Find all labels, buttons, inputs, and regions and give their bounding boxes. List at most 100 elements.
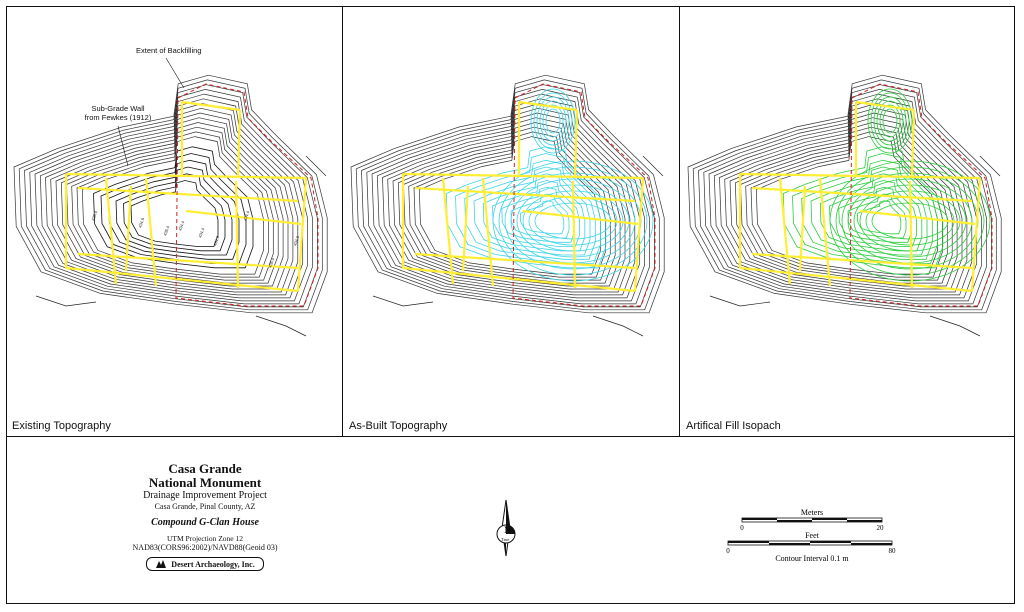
logo-text: Desert Archaeology, Inc. xyxy=(171,559,255,569)
scale-bars: Meters 0 20 Feet 0 80 Contour Interval 0… xyxy=(720,508,900,565)
interior-contour-line xyxy=(510,193,570,239)
sub-grade-wall xyxy=(185,209,302,226)
sub-grade-wall xyxy=(236,109,242,177)
fill-contour-line xyxy=(829,160,991,282)
feet-start: 0 xyxy=(726,547,730,555)
north-label: True xyxy=(501,537,509,542)
contour-line xyxy=(50,107,294,293)
interior-contour-line xyxy=(501,186,575,243)
sub-grade-wall xyxy=(77,252,299,270)
contour-line xyxy=(413,131,606,278)
sub-grade-wall xyxy=(144,177,158,287)
outer-contour-fragment xyxy=(35,155,327,337)
contour-line xyxy=(66,122,279,284)
callout-wall-line2: from Fewkes (1912) xyxy=(84,113,152,122)
contour-group xyxy=(687,74,1002,337)
sub-grade-wall xyxy=(441,177,455,285)
sub-grade-wall xyxy=(739,266,973,293)
tower-contour-line xyxy=(539,100,567,142)
panel-fill-isopach: Artifical Fill Isopach xyxy=(680,6,1015,437)
tower-contour-line xyxy=(530,88,576,154)
sub-grade-wall xyxy=(818,177,832,287)
contour-line xyxy=(750,131,943,278)
tower-contour-line xyxy=(867,88,913,154)
contour-line xyxy=(376,98,641,299)
logo-icon xyxy=(156,560,167,568)
as-built-topography-map xyxy=(350,74,665,337)
tower-contour-line xyxy=(870,92,910,150)
meters-end: 20 xyxy=(877,524,885,532)
tower-contour-line xyxy=(882,108,898,134)
fill-contour-line xyxy=(498,166,648,276)
sub-grade-wall xyxy=(571,180,577,289)
tower-contour-line xyxy=(536,96,570,146)
sub-grade-wall xyxy=(859,209,976,226)
contour-line xyxy=(55,112,289,290)
tower-contour-line xyxy=(533,92,573,150)
panel-label: Artifical Fill Isopach xyxy=(686,420,781,432)
scale-bar-graphic: Meters 0 20 Feet 0 80 Contour Interval 0… xyxy=(726,508,897,563)
sub-grade-wall xyxy=(751,252,973,270)
project-location: Casa Grande, Pinal County, AZ xyxy=(154,502,256,511)
sub-grade-wall xyxy=(573,109,579,177)
contour-line xyxy=(34,93,308,302)
panel-divider xyxy=(6,436,1015,437)
elevation-label: 434.4 xyxy=(197,226,205,238)
contour-line xyxy=(387,107,631,293)
feet-label: Feet xyxy=(805,531,820,540)
contour-line xyxy=(18,79,323,311)
feet-end: 80 xyxy=(889,547,897,555)
sub-grade-wall xyxy=(908,180,914,289)
contour-interval: Contour Interval 0.1 m xyxy=(775,554,849,563)
interior-contour-line xyxy=(829,180,917,247)
elevation-label: 435.4 xyxy=(162,224,170,236)
title-block: Casa Grande National Monument Drainage I… xyxy=(70,462,340,574)
contour-line xyxy=(76,131,269,278)
tower-contour-line xyxy=(542,104,564,138)
contour-line xyxy=(81,136,264,275)
contour-line xyxy=(60,117,284,287)
panel-label: As-Built Topography xyxy=(349,420,448,432)
sub-grade-wall xyxy=(970,177,982,292)
fill-contour-line xyxy=(835,166,985,276)
meters-label: Meters xyxy=(801,508,823,517)
datum: NAD83(CORS96:2002)/NAVD88(Geoid 03) xyxy=(132,543,278,552)
interior-contour-line xyxy=(847,193,907,239)
contour-line xyxy=(13,74,328,314)
callout-wall-line1: Sub-Grade Wall xyxy=(91,104,145,113)
sub-grade-wall xyxy=(522,209,639,226)
sub-grade-wall xyxy=(402,266,636,293)
sub-grade-wall xyxy=(104,177,118,285)
contour-line xyxy=(713,98,978,299)
interior-contour-line xyxy=(519,200,565,235)
elevation-label: 435.4 xyxy=(90,209,98,221)
contour-line xyxy=(366,89,650,305)
elevation-label: 434.4 xyxy=(242,209,250,221)
interior-contour-line xyxy=(482,173,586,252)
interior-contour-line xyxy=(838,186,912,243)
title-line1: Casa Grande xyxy=(168,461,242,476)
sub-grade-wall xyxy=(414,186,636,203)
sub-grade-wall xyxy=(481,177,495,287)
callout-backfill: Extent of Backfilling xyxy=(136,46,202,55)
interior-contour-line xyxy=(108,159,240,260)
callout-leader-wall xyxy=(117,125,129,167)
interior-contour-line xyxy=(801,159,933,260)
sub-grade-wall xyxy=(65,172,307,180)
sub-grade-wall xyxy=(77,186,299,203)
panel-as-built-topography: As-Built Topography xyxy=(343,6,680,437)
sub-grade-wall xyxy=(65,266,299,293)
tower-contour-line xyxy=(879,104,901,138)
sub-grade-wall xyxy=(402,172,644,180)
contour-line xyxy=(24,84,318,308)
sub-grade-wall xyxy=(910,109,916,177)
contour-line xyxy=(350,74,665,314)
interior-contour-line xyxy=(492,180,580,247)
contour-line xyxy=(687,74,1002,314)
contour-line xyxy=(703,89,987,305)
contour-line xyxy=(403,122,616,284)
interior-contour-line xyxy=(130,180,219,247)
sub-grade-wall xyxy=(739,172,981,180)
outer-contour-fragment xyxy=(372,155,664,337)
